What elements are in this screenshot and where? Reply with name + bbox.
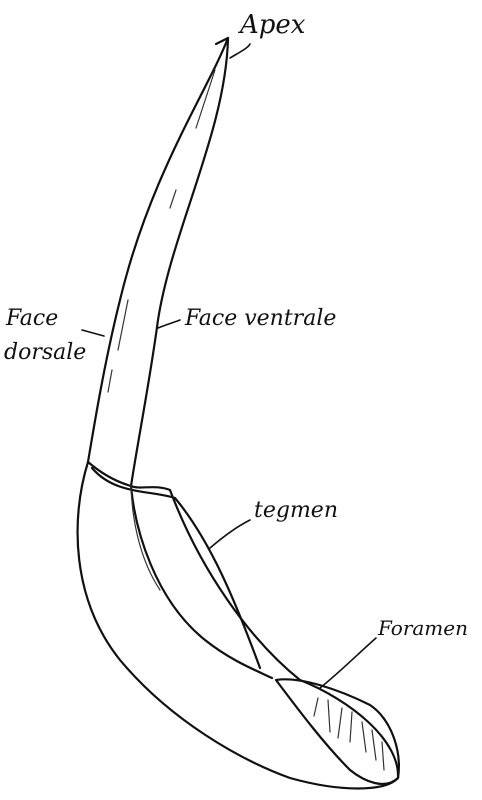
foramen-outline [276,679,399,784]
tegmen-line [92,468,260,668]
label-apex: Apex [240,12,305,38]
radicle-ventral-edge [131,38,228,486]
tegmen-leader [210,520,250,548]
face-dorsale-leader [82,330,104,336]
foramen-leader [320,638,376,688]
label-tegmen: tegmen [254,500,338,522]
label-face-dorsale-1: Face [6,308,58,330]
radicle-outline [88,38,228,462]
radicle-hatch [170,190,176,208]
tegmen-line-inner [131,486,272,678]
label-face-ventrale: Face ventrale [185,308,336,330]
apex-leader [230,44,250,58]
radicle-hatch [108,300,128,392]
face-ventrale-leader [158,320,180,328]
label-face-dorsale-2: dorsale [4,342,86,364]
label-foramen: Foramen [378,618,468,638]
